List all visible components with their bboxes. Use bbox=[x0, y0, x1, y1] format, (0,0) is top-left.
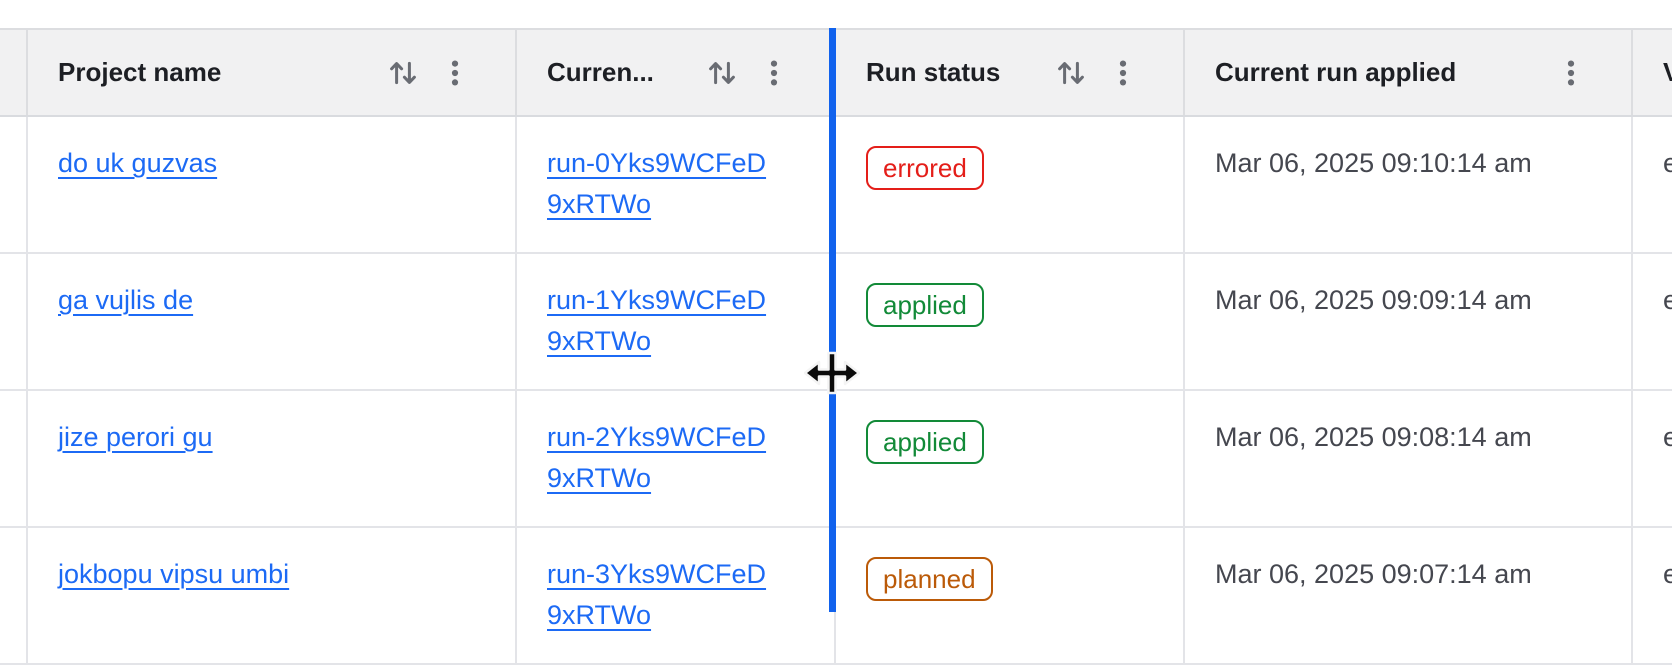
header-cell-leading bbox=[0, 30, 28, 115]
kebab-menu-icon bbox=[1567, 60, 1575, 85]
header-cell-run-status: Run status bbox=[836, 30, 1185, 115]
cell-run-status: applied bbox=[836, 254, 1185, 389]
sort-button-run-status[interactable] bbox=[1055, 57, 1087, 89]
run-link[interactable]: run-0Yks9WCFeD9xRTWo bbox=[547, 148, 767, 219]
run-applied-timestamp: Mar 06, 2025 09:09:14 am bbox=[1215, 285, 1532, 315]
cell-run-id: run-1Yks9WCFeD9xRTWo bbox=[517, 254, 836, 389]
cell-project: jize perori gu bbox=[28, 391, 517, 526]
column-menu-button-run-status[interactable] bbox=[1107, 57, 1139, 89]
kebab-menu-icon bbox=[451, 60, 459, 85]
advanced-table: Project name Curren... Run status bbox=[0, 28, 1672, 665]
column-menu-button-current-run-applied[interactable] bbox=[1555, 57, 1587, 89]
cell-extra: e bbox=[1633, 391, 1672, 526]
cell-run-status: planned bbox=[836, 528, 1185, 663]
column-resize-indicator[interactable] bbox=[829, 28, 836, 612]
cell-extra: e bbox=[1633, 117, 1672, 252]
run-applied-timestamp: Mar 06, 2025 09:07:14 am bbox=[1215, 559, 1532, 589]
cell-project: ga vujlis de bbox=[28, 254, 517, 389]
sort-button-current-run[interactable] bbox=[706, 57, 738, 89]
table-header-row: Project name Curren... Run status bbox=[0, 30, 1672, 117]
cell-leading bbox=[0, 254, 28, 389]
column-label-current-run-applied: Current run applied bbox=[1215, 57, 1457, 87]
project-link[interactable]: ga vujlis de bbox=[58, 285, 194, 315]
cell-run-id: run-0Yks9WCFeD9xRTWo bbox=[517, 117, 836, 252]
cell-extra: e bbox=[1633, 254, 1672, 389]
kebab-menu-icon bbox=[770, 60, 778, 85]
cell-run-applied: Mar 06, 2025 09:07:14 am bbox=[1185, 528, 1633, 663]
run-applied-timestamp: Mar 06, 2025 09:08:14 am bbox=[1215, 422, 1532, 452]
cell-run-id: run-2Yks9WCFeD9xRTWo bbox=[517, 391, 836, 526]
sort-icon bbox=[1058, 61, 1084, 84]
column-label-current-run: Curren... bbox=[547, 57, 654, 87]
cell-project: do uk guzvas bbox=[28, 117, 517, 252]
cell-extra: e bbox=[1633, 528, 1672, 663]
cell-run-applied: Mar 06, 2025 09:08:14 am bbox=[1185, 391, 1633, 526]
extra-value: e bbox=[1663, 422, 1672, 452]
run-applied-timestamp: Mar 06, 2025 09:10:14 am bbox=[1215, 148, 1532, 178]
cell-leading bbox=[0, 528, 28, 663]
cell-leading bbox=[0, 391, 28, 526]
header-cell-current-run-applied: Current run applied bbox=[1185, 30, 1633, 115]
table-row: jize perori gu run-2Yks9WCFeD9xRTWo appl… bbox=[0, 391, 1672, 528]
kebab-menu-icon bbox=[1119, 60, 1127, 85]
cell-run-applied: Mar 06, 2025 09:09:14 am bbox=[1185, 254, 1633, 389]
cell-run-status: applied bbox=[836, 391, 1185, 526]
header-cell-project-name: Project name bbox=[28, 30, 517, 115]
sort-icon bbox=[709, 61, 735, 84]
column-label-project-name: Project name bbox=[58, 57, 222, 87]
run-link[interactable]: run-1Yks9WCFeD9xRTWo bbox=[547, 285, 767, 356]
header-cell-v-clipped: V bbox=[1633, 30, 1672, 115]
run-link[interactable]: run-3Yks9WCFeD9xRTWo bbox=[547, 559, 767, 630]
run-status-badge: errored bbox=[866, 146, 984, 190]
cell-run-status: errored bbox=[836, 117, 1185, 252]
table-row: jokbopu vipsu umbi run-3Yks9WCFeD9xRTWo … bbox=[0, 528, 1672, 665]
cell-leading bbox=[0, 117, 28, 252]
run-status-badge: applied bbox=[866, 420, 984, 464]
table-row: ga vujlis de run-1Yks9WCFeD9xRTWo applie… bbox=[0, 254, 1672, 391]
project-link[interactable]: do uk guzvas bbox=[58, 148, 218, 178]
header-cell-current-run: Curren... bbox=[517, 30, 836, 115]
column-label-run-status: Run status bbox=[866, 57, 1001, 87]
extra-value: e bbox=[1663, 148, 1672, 178]
cell-run-applied: Mar 06, 2025 09:10:14 am bbox=[1185, 117, 1633, 252]
column-menu-button-current-run[interactable] bbox=[758, 57, 790, 89]
sort-icon bbox=[390, 61, 416, 84]
column-label-v-clipped: V bbox=[1663, 57, 1672, 88]
extra-value: e bbox=[1663, 559, 1672, 589]
project-link[interactable]: jize perori gu bbox=[58, 422, 213, 452]
sort-button-project-name[interactable] bbox=[387, 57, 419, 89]
cell-run-id: run-3Yks9WCFeD9xRTWo bbox=[517, 528, 836, 663]
run-status-badge: planned bbox=[866, 557, 993, 601]
extra-value: e bbox=[1663, 285, 1672, 315]
column-menu-button-project-name[interactable] bbox=[439, 57, 471, 89]
project-link[interactable]: jokbopu vipsu umbi bbox=[58, 559, 290, 589]
table-row: do uk guzvas run-0Yks9WCFeD9xRTWo errore… bbox=[0, 117, 1672, 254]
run-status-badge: applied bbox=[866, 283, 984, 327]
cell-project: jokbopu vipsu umbi bbox=[28, 528, 517, 663]
run-link[interactable]: run-2Yks9WCFeD9xRTWo bbox=[547, 422, 767, 493]
